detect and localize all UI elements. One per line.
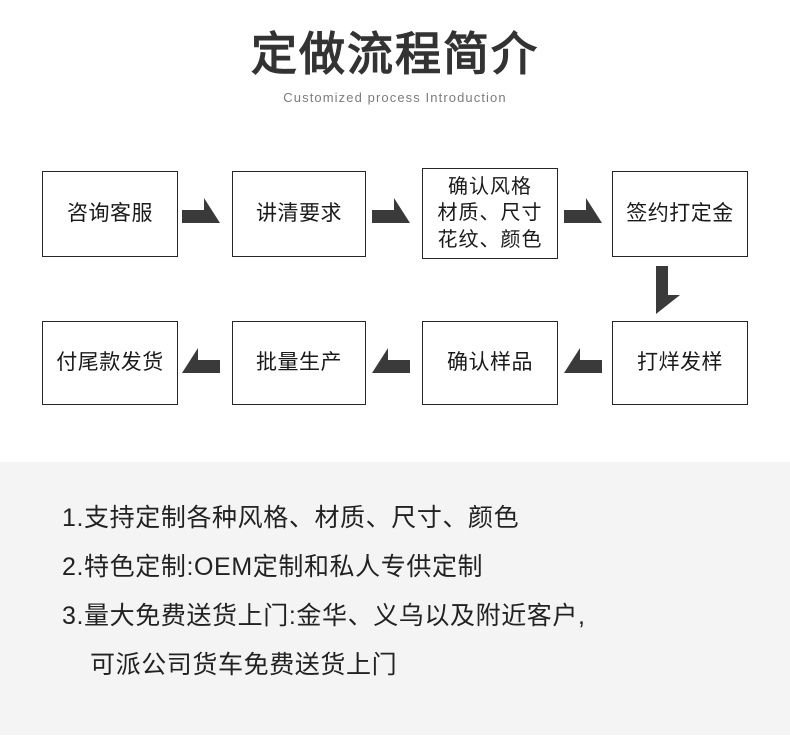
flow-step-label-line-2: 材质、尺寸 xyxy=(437,202,543,225)
page-subtitle: Customized process Introduction xyxy=(283,90,507,105)
page-title: 定做流程简介 xyxy=(251,28,539,80)
arrow-right-icon xyxy=(372,198,410,224)
notes-section: 1.支持定制各种风格、材质、尺寸、颜色 2.特色定制:OEM定制和私人专供定制 … xyxy=(0,462,790,735)
note-item-2: 2.特色定制:OEM定制和私人专供定制 xyxy=(62,553,484,581)
note-item-3: 3.量大免费送货上门:金华、义乌以及附近客户, xyxy=(62,602,586,630)
note-item-1: 1.支持定制各种风格、材质、尺寸、颜色 xyxy=(62,504,520,532)
arrow-left-icon xyxy=(182,348,220,374)
flow-step-label: 批量生产 xyxy=(256,351,342,375)
arrow-left-icon xyxy=(372,348,410,374)
flow-step-confirm-style: 确认风格 材质、尺寸 花纹、颜色 xyxy=(422,168,558,259)
flow-step-final-payment-shipment: 付尾款发货 xyxy=(42,321,178,405)
notes-list: 1.支持定制各种风格、材质、尺寸、颜色 2.特色定制:OEM定制和私人专供定制 … xyxy=(62,506,762,678)
flow-step-label: 签约打定金 xyxy=(626,202,734,226)
flow-step-make-send-sample: 打烊发样 xyxy=(612,321,748,405)
flow-step-clarify-requirements: 讲清要求 xyxy=(232,171,366,257)
header-section: 定做流程简介 Customized process Introduction xyxy=(0,0,790,140)
flow-step-label: 讲清要求 xyxy=(256,202,342,226)
flow-step-confirm-sample: 确认样品 xyxy=(422,321,558,405)
flow-step-label: 打烊发样 xyxy=(637,351,723,375)
flow-step-mass-production: 批量生产 xyxy=(232,321,366,405)
flow-step-label: 付尾款发货 xyxy=(56,351,164,375)
note-item-3-continuation: 可派公司货车免费送货上门 xyxy=(90,651,398,679)
arrow-right-icon xyxy=(564,198,602,224)
flow-step-label-line-1: 确认风格 xyxy=(448,175,532,198)
process-flow-diagram: 咨询客服 讲清要求 确认风格 材质、尺寸 花纹、颜色 xyxy=(42,168,748,405)
arrow-left-icon xyxy=(564,348,602,374)
flow-step-sign-contract-deposit: 签约打定金 xyxy=(612,171,748,257)
arrow-right-icon xyxy=(182,198,220,224)
flow-step-label: 咨询客服 xyxy=(67,202,153,226)
flow-step-label: 确认样品 xyxy=(447,351,533,375)
flow-step-label-line-3: 花纹、颜色 xyxy=(437,228,543,251)
flow-step-consult-service: 咨询客服 xyxy=(42,171,178,257)
arrow-down-icon xyxy=(655,266,681,315)
